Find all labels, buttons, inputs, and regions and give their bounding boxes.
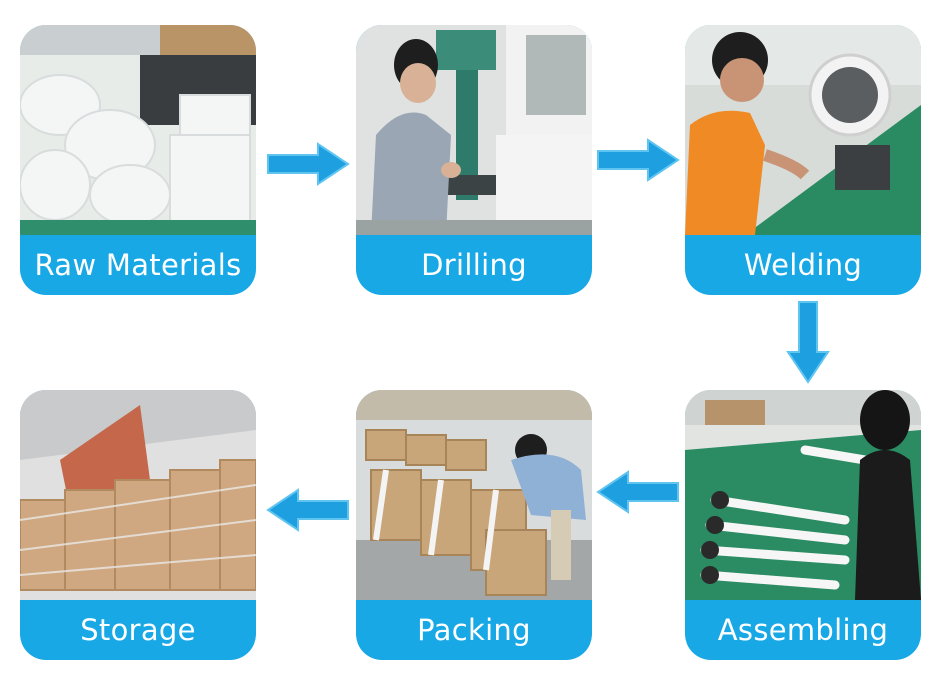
step-card-raw-materials: Raw Materials	[20, 25, 256, 295]
step-card-packing: Packing	[356, 390, 592, 660]
packing-photo	[356, 390, 592, 600]
step-label: Packing	[417, 613, 531, 647]
arrow-right-icon	[596, 138, 680, 182]
arrow-right-icon	[266, 142, 350, 186]
step-card-welding: Welding	[685, 25, 921, 295]
step-card-drilling: Drilling	[356, 25, 592, 295]
arrow-down-icon	[786, 300, 830, 384]
step-label: Raw Materials	[34, 248, 242, 282]
step-label: Assembling	[717, 613, 889, 647]
welding-photo	[685, 25, 921, 235]
arrow-left-icon	[596, 470, 680, 514]
storage-photo	[20, 390, 256, 600]
raw-materials-photo	[20, 25, 256, 235]
step-label: Storage	[80, 613, 196, 647]
drilling-photo	[356, 25, 592, 235]
step-label: Welding	[743, 248, 863, 282]
step-card-assembling: Assembling	[685, 390, 921, 660]
arrow-left-icon	[266, 488, 350, 532]
step-label: Drilling	[421, 248, 527, 282]
step-card-storage: Storage	[20, 390, 256, 660]
assembling-photo	[685, 390, 921, 600]
